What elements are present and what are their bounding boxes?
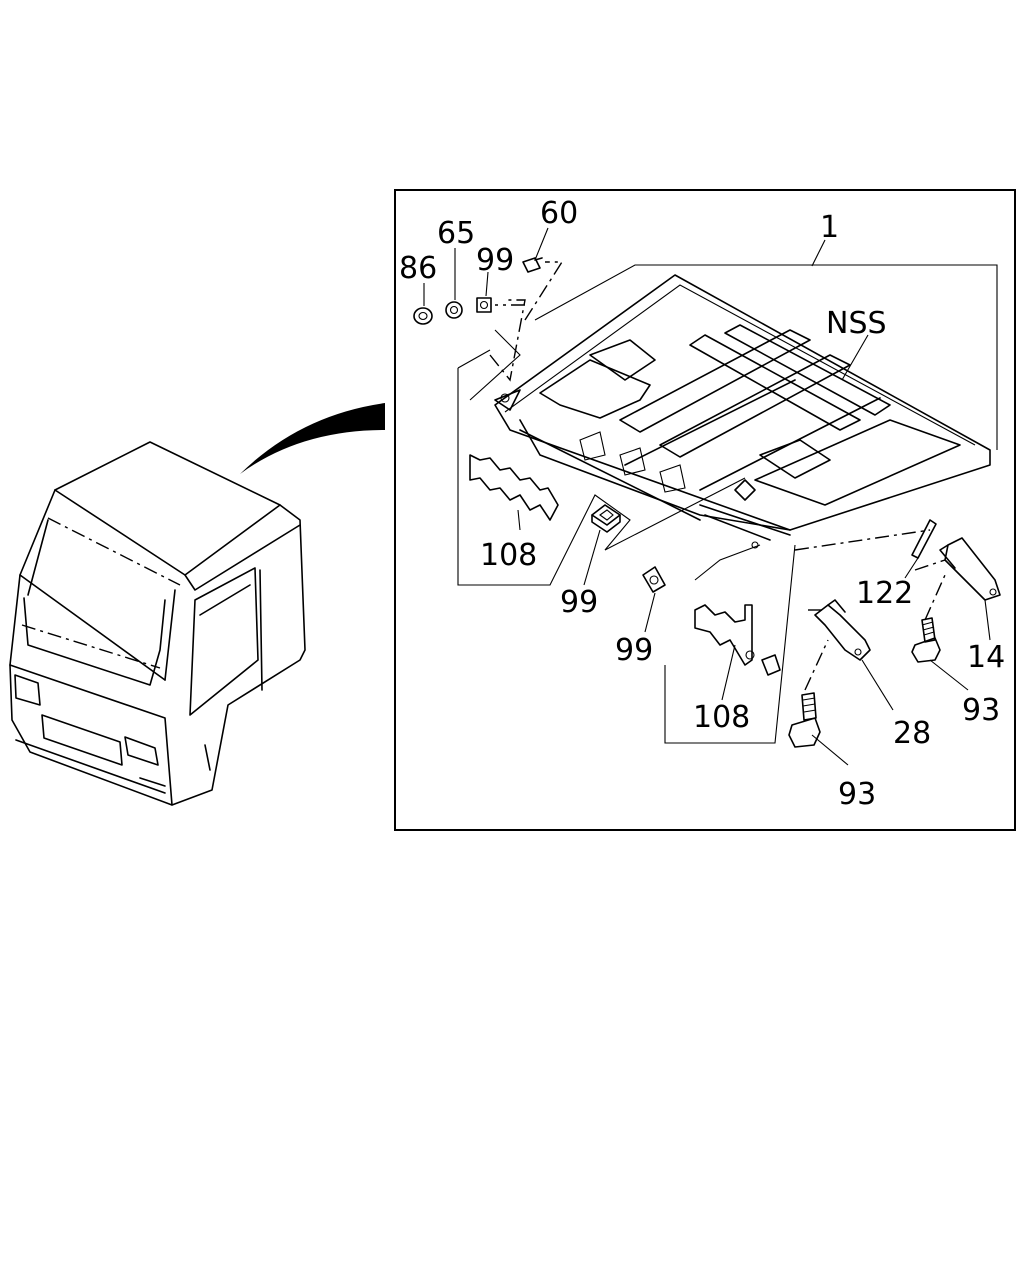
callout-86: 86 — [399, 251, 437, 286]
part-93-bolt-bottom — [788, 692, 821, 748]
part-28-bracket — [814, 599, 871, 661]
part-108-strip-left — [469, 454, 559, 521]
callout-93-right: 93 — [962, 693, 1000, 728]
callout-93-bottom: 93 — [838, 777, 876, 812]
leader-lines — [423, 227, 991, 766]
callout-108-left: 108 — [480, 538, 537, 573]
part-99-clip-mid — [591, 504, 621, 533]
roof-panel — [494, 274, 991, 549]
callout-65: 65 — [437, 216, 475, 251]
callout-108-low: 108 — [693, 700, 750, 735]
part-99-clip-top — [476, 297, 492, 313]
callouts: 86 65 60 99 1 NSS 108 99 99 122 14 93 10… — [399, 196, 1005, 812]
detail-frame — [394, 189, 1016, 831]
callout-122: 122 — [856, 576, 913, 611]
part-99-clip-low — [642, 566, 666, 593]
connector-lines — [457, 261, 998, 744]
part-108-strip-low — [694, 604, 781, 676]
part-14-bracket — [939, 537, 1001, 601]
callout-28: 28 — [893, 716, 931, 751]
callout-14: 14 — [967, 640, 1005, 675]
part-122-pin — [911, 519, 937, 559]
callout-99-top: 99 — [476, 243, 514, 278]
part-86-washer — [413, 307, 433, 325]
callout-nss: NSS — [826, 306, 887, 341]
part-65-washer — [445, 301, 463, 319]
truck-cab-illustration — [9, 403, 385, 806]
callout-60: 60 — [540, 196, 578, 231]
pointer-arrow — [240, 403, 385, 474]
callout-1: 1 — [820, 210, 839, 245]
callout-99-low: 99 — [615, 633, 653, 668]
part-60-rivet — [522, 257, 543, 273]
part-93-bolt-right — [911, 617, 941, 663]
callout-99-mid: 99 — [560, 585, 598, 620]
